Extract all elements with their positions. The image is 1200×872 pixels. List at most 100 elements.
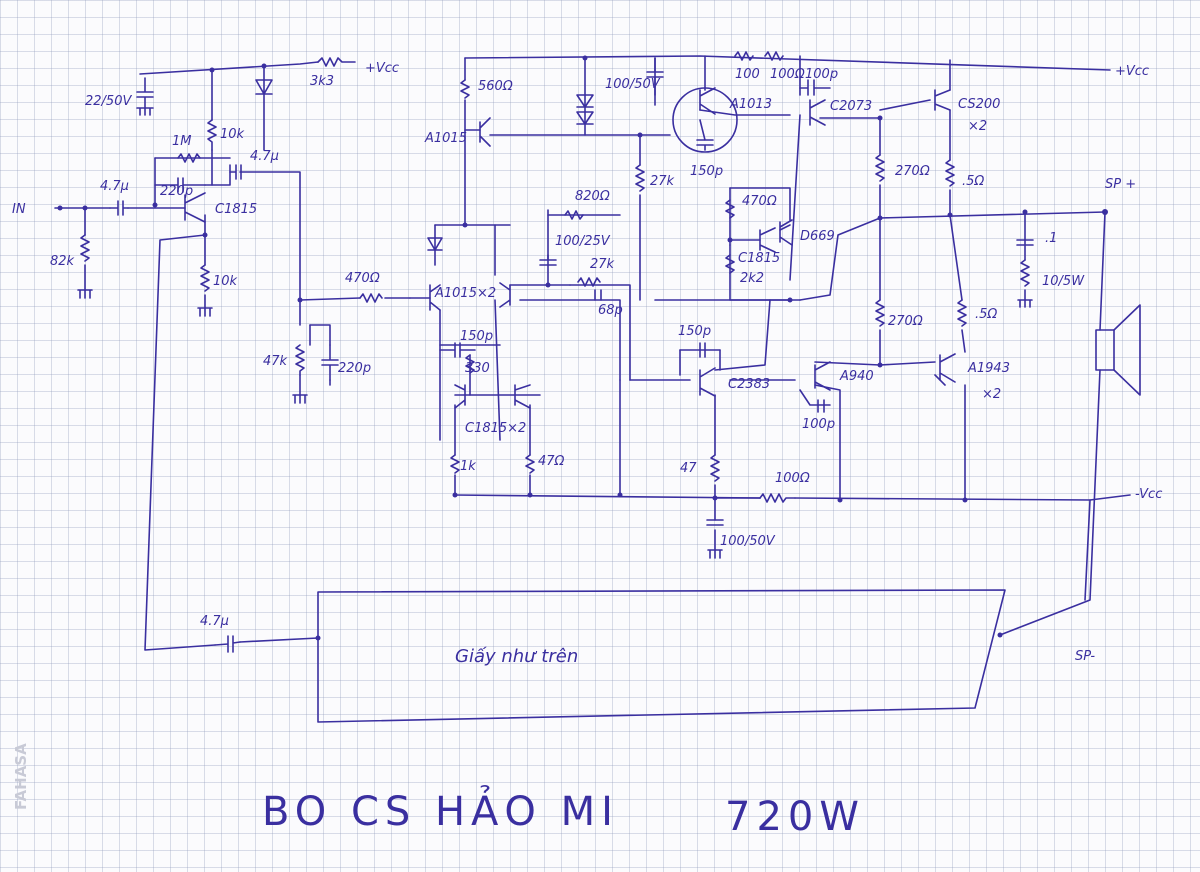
transistor-a940: [814, 361, 831, 391]
transistor-a1015x2-left: [429, 284, 441, 311]
label-22-50: 22/50V: [85, 94, 132, 109]
resistor-05-b: [957, 299, 967, 327]
label-10k-top: 10k: [220, 127, 245, 142]
cap-47u-in: [109, 200, 129, 216]
label-330: 330: [465, 361, 490, 376]
cap-100-50-top: [646, 57, 664, 96]
zener-diode-top: [255, 79, 273, 95]
resistor-82k: [80, 234, 90, 262]
label-a1943: A1943: [967, 361, 1010, 376]
label-47u-in: 4.7μ: [100, 179, 129, 194]
label-820: 820Ω: [575, 189, 610, 204]
diode-stack-1: [576, 94, 594, 108]
resistor-10-5w: [1020, 259, 1030, 287]
label-27k-b: 27k: [590, 257, 615, 272]
resistor-470-in: [359, 293, 383, 303]
resistor-470-vbe: [725, 199, 735, 219]
feedback-board-box: [317, 589, 1006, 723]
label-d669: D669: [800, 229, 835, 244]
label-c1815x2: C1815×2: [465, 421, 526, 436]
label-100-a: 100: [735, 67, 760, 82]
cap-47u-out: [229, 164, 242, 180]
label-270-b: 270Ω: [888, 314, 923, 329]
wires: [54, 55, 1131, 651]
label-1k: 1k: [460, 459, 476, 474]
cap-100-50-bottom: [706, 519, 724, 526]
cap-100p-top: [799, 79, 831, 96]
transistor-a1013: [672, 87, 738, 153]
transistor-c1815-in: [184, 192, 206, 223]
cap-100-25: [539, 254, 557, 266]
label-10-5w: 10/5W: [1042, 274, 1085, 289]
cap-01: [1016, 239, 1034, 246]
transistor-cs200: [934, 89, 951, 111]
resistor-10k-bottom: [200, 264, 210, 292]
resistor-100-a: [734, 51, 754, 61]
label-vcc-top: +Vcc: [365, 61, 399, 76]
label-27k-a: 27k: [650, 174, 675, 189]
label-a1015x2: A1015×2: [434, 286, 496, 301]
title-power: 720W: [725, 794, 865, 840]
resistor-560: [460, 79, 470, 99]
label-c2073: C2073: [830, 99, 872, 114]
label-100-50-bottom: 100/50V: [720, 534, 776, 549]
ground-symbols: [77, 107, 1033, 559]
transistor-c2073: [809, 99, 826, 126]
label-220p-gnd: 220p: [338, 361, 371, 376]
label-220p-in: 220p: [160, 184, 193, 199]
label-01: .1: [1045, 231, 1057, 246]
cap-150p-b: [439, 342, 476, 358]
label-100p-top: 100p: [805, 67, 838, 82]
resistors: [80, 51, 1030, 503]
cap-68p: [594, 289, 602, 301]
labels: +Vcc +Vcc -Vcc 3k3 22/50V 10k 1M 220p 4.…: [12, 61, 1162, 840]
label-100p-b: 100p: [802, 417, 835, 432]
transistor-a1943: [939, 353, 956, 383]
label-150p-b: 150p: [460, 329, 493, 344]
label-82k: 82k: [50, 254, 75, 269]
transistor-c1815x2-right: [514, 384, 531, 409]
label-vcc-right: +Vcc: [1115, 64, 1149, 79]
label-100-50-top: 100/50V: [605, 77, 661, 92]
resistor-10k-top: [207, 119, 217, 151]
label-270-a: 270Ω: [895, 164, 930, 179]
junction-dots: [57, 55, 1108, 641]
label-a1013: A1013: [729, 97, 772, 112]
label-cs200: CS200: [958, 97, 1000, 112]
label-100-bottom: 100Ω: [775, 471, 810, 486]
transistor-c1815-vbe: [759, 227, 776, 253]
label-sp-plus: SP +: [1105, 177, 1136, 192]
label-c2383: C2383: [728, 377, 770, 392]
cap-100p-b: [817, 399, 825, 413]
label-100-25: 100/25V: [555, 234, 611, 249]
capacitors: [109, 57, 1034, 653]
transistors: [184, 87, 956, 409]
resistor-05-a: [945, 159, 955, 187]
label-05-a: .5Ω: [962, 174, 984, 189]
resistor-330: [465, 354, 475, 374]
label-47k: 47k: [263, 354, 288, 369]
transistor-a1015x2-right: [499, 282, 511, 308]
label-sp-minus: SP-: [1075, 649, 1095, 664]
label-470-vbe: 470Ω: [742, 194, 777, 209]
label-47u-fb: 4.7μ: [200, 614, 229, 629]
label-47-bottom: 47: [680, 461, 697, 476]
resistor-47-small: [525, 454, 535, 474]
label-68p: 68p: [598, 303, 623, 318]
label-in: IN: [12, 202, 26, 217]
speaker: [1095, 304, 1141, 396]
transistor-c1815x2-left: [454, 384, 466, 409]
title-main: BO CS HẢO MI: [262, 784, 619, 835]
transistor-c2383: [699, 367, 716, 397]
resistor-270-a: [875, 154, 885, 182]
board-text: Giấy như trên: [455, 646, 578, 667]
resistor-27k-b: [577, 277, 601, 287]
label-10k-bottom: 10k: [213, 274, 238, 289]
cap-150p-a: [696, 119, 714, 151]
label-vcc-neg: -Vcc: [1135, 487, 1162, 502]
resistor-1m: [177, 153, 201, 163]
label-c1815-in: C1815: [215, 202, 257, 217]
label-1m: 1M: [172, 134, 192, 149]
